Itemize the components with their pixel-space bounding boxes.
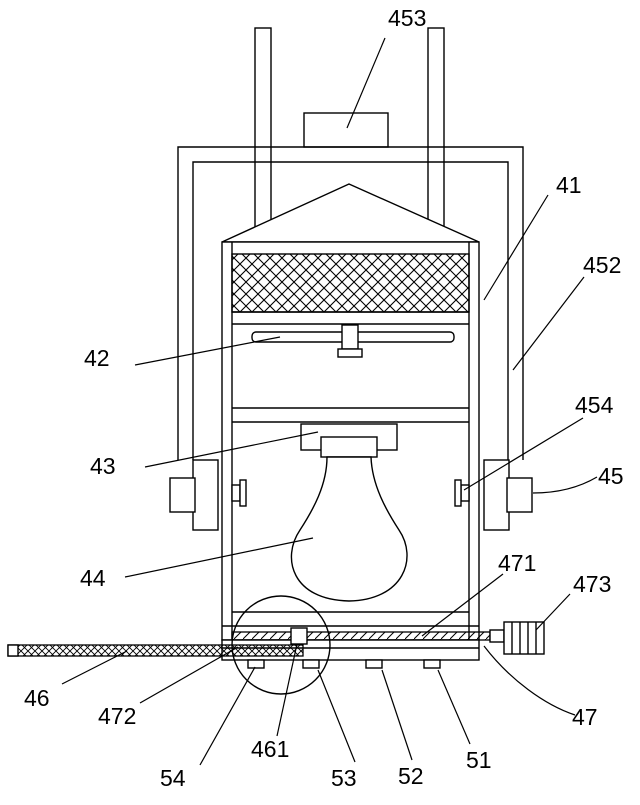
label-471: 471 [498, 550, 536, 576]
screw-motor [490, 622, 544, 654]
label-45: 45 [598, 463, 624, 489]
label-43: 43 [90, 453, 116, 479]
label-473: 473 [573, 571, 611, 597]
label-51: 51 [466, 747, 492, 773]
label-44: 44 [80, 565, 106, 591]
feet [248, 660, 440, 668]
label-472: 472 [98, 703, 136, 729]
label-452: 452 [583, 252, 621, 278]
label-54: 54 [160, 765, 186, 791]
label-46: 46 [24, 685, 50, 711]
label-52: 52 [398, 763, 424, 789]
label-53: 53 [331, 765, 357, 791]
filter-screen [232, 254, 469, 312]
label-47: 47 [572, 704, 598, 730]
lead-screw [232, 632, 490, 640]
label-41: 41 [556, 172, 582, 198]
label-42: 42 [84, 345, 110, 371]
label-454: 454 [575, 392, 614, 418]
label-453: 453 [388, 5, 426, 31]
label-461: 461 [251, 736, 289, 762]
push-screen [8, 645, 303, 656]
top-drive-block [304, 113, 388, 147]
slider-nut [291, 628, 307, 644]
